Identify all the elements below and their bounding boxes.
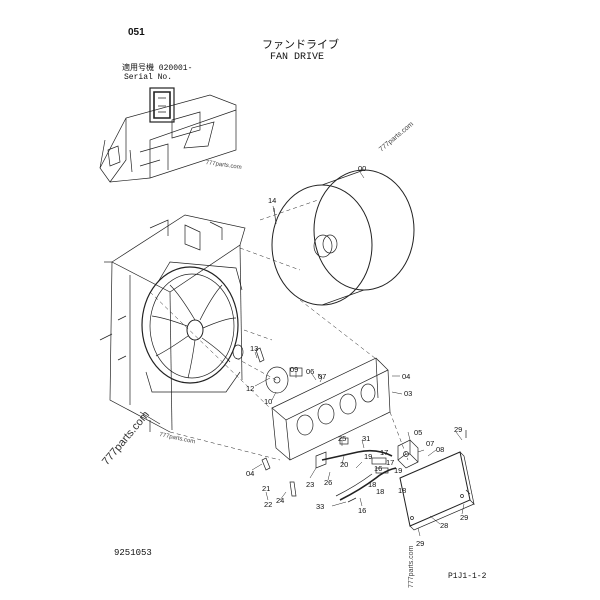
part-label: 33 (316, 502, 324, 511)
cover-plate (399, 451, 475, 531)
part-label: 05 (414, 428, 422, 437)
part-label: 20 (340, 460, 348, 469)
part-label: 16 (374, 464, 382, 473)
part-label: 04 (246, 469, 254, 478)
part-label: 16 (358, 506, 366, 515)
part-label: 18 (368, 480, 376, 489)
fan-bracket (271, 357, 391, 461)
radiator-frame (99, 214, 246, 433)
part-label: 26 (324, 478, 332, 487)
part-label: 31 (362, 434, 370, 443)
leader-lines (251, 171, 465, 537)
bolts (255, 207, 471, 503)
fan-shroud (141, 261, 243, 393)
fan-blades (151, 284, 237, 379)
part-label: 17 (386, 458, 394, 467)
part-label: 22 (264, 500, 272, 509)
page-number: 051 (128, 27, 145, 38)
title-english: FAN DRIVE (270, 52, 325, 63)
part-label: 00 (358, 164, 366, 173)
machine-overview-drawing (99, 87, 237, 183)
projection-lines (149, 199, 409, 461)
document-number: 9251053 (114, 548, 152, 558)
part-label: 12 (246, 384, 254, 393)
part-label: 29 (454, 425, 462, 434)
part-label: 13 (250, 344, 258, 353)
part-label: 25 (338, 434, 346, 443)
part-label: 18 (376, 487, 384, 496)
fan-disc (271, 169, 415, 306)
part-label: 23 (306, 480, 314, 489)
serial-label-english: Serial No. (124, 73, 173, 82)
part-label: 21 (262, 484, 270, 493)
part-label: 14 (268, 196, 276, 205)
part-label: 18 (398, 486, 406, 495)
part-label: 04 (402, 372, 410, 381)
part-label: 03 (404, 389, 412, 398)
part-label: 17 (380, 448, 388, 457)
part-label: 10 (264, 397, 272, 406)
part-label: 29 (460, 513, 468, 522)
hydraulic-motor (397, 439, 419, 469)
hydraulic-hoses (315, 437, 397, 501)
part-label: 09 (290, 365, 298, 374)
part-label: 07 (426, 439, 434, 448)
part-label: 19 (364, 452, 372, 461)
page-reference: P1J1-1-2 (448, 572, 487, 581)
part-label: 28 (440, 521, 448, 530)
part-label: 19 (394, 466, 402, 475)
part-label: 29 (416, 539, 424, 548)
serial-label-japanese: 適用号機 020001- (122, 64, 193, 73)
part-label: 08 (436, 445, 444, 454)
part-label: 07 (318, 372, 326, 381)
title-japanese: ファンドライブ (262, 39, 339, 51)
part-label: 24 (276, 496, 284, 505)
part-label: 06 (306, 367, 314, 376)
